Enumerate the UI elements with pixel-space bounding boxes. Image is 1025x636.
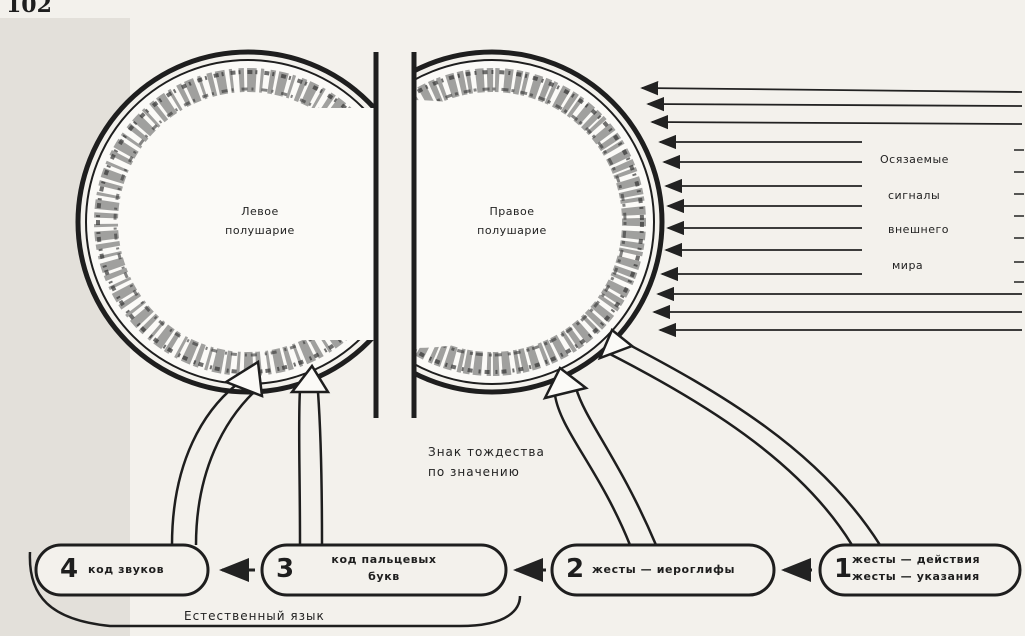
stage-3-number: 3	[276, 554, 294, 584]
left-hemisphere-label-line1: Левое	[212, 206, 308, 217]
stage-1-text-line2: жесты — указания	[852, 571, 980, 584]
stage-4-number: 4	[60, 554, 78, 584]
left-hemisphere-label: Левое полушарие	[212, 206, 308, 236]
right-hemisphere-label-line1: Правое	[464, 206, 560, 217]
right-hemisphere-label: Правое полушарие	[464, 206, 560, 236]
stage-4-text: код звуков	[88, 564, 164, 577]
stage-1-text: жесты — действия жесты — указания	[852, 554, 980, 583]
signal-arrows	[642, 88, 1022, 330]
signal-dashes	[1014, 150, 1024, 282]
left-hemisphere-label-line2: полушарие	[212, 225, 308, 236]
stage-3-text-line1: код пальцевых	[304, 554, 464, 567]
signal-label-2: сигналы	[888, 190, 988, 201]
stage-1-text-line1: жесты — действия	[852, 554, 980, 567]
natural-language-label: Естественный язык	[184, 610, 384, 622]
stage-3-text-line2: букв	[304, 571, 464, 584]
signal-label-3: внешнего	[888, 224, 988, 235]
identity-sign-label: Знак тождества по значению	[428, 446, 598, 478]
identity-sign-line1: Знак тождества	[428, 446, 598, 458]
signal-label-4: мира	[892, 260, 992, 271]
stage-3-text: код пальцевых букв	[304, 554, 464, 583]
right-hemisphere-label-line2: полушарие	[464, 225, 560, 236]
stage-2-number: 2	[566, 554, 584, 584]
signal-label-1: Осязаемые	[880, 154, 980, 165]
arrow-stage3-left	[292, 366, 328, 545]
identity-sign-line2: по значению	[428, 466, 598, 478]
stage-1-number: 1	[834, 554, 852, 584]
stage-2-text: жесты — иероглифы	[592, 564, 735, 577]
